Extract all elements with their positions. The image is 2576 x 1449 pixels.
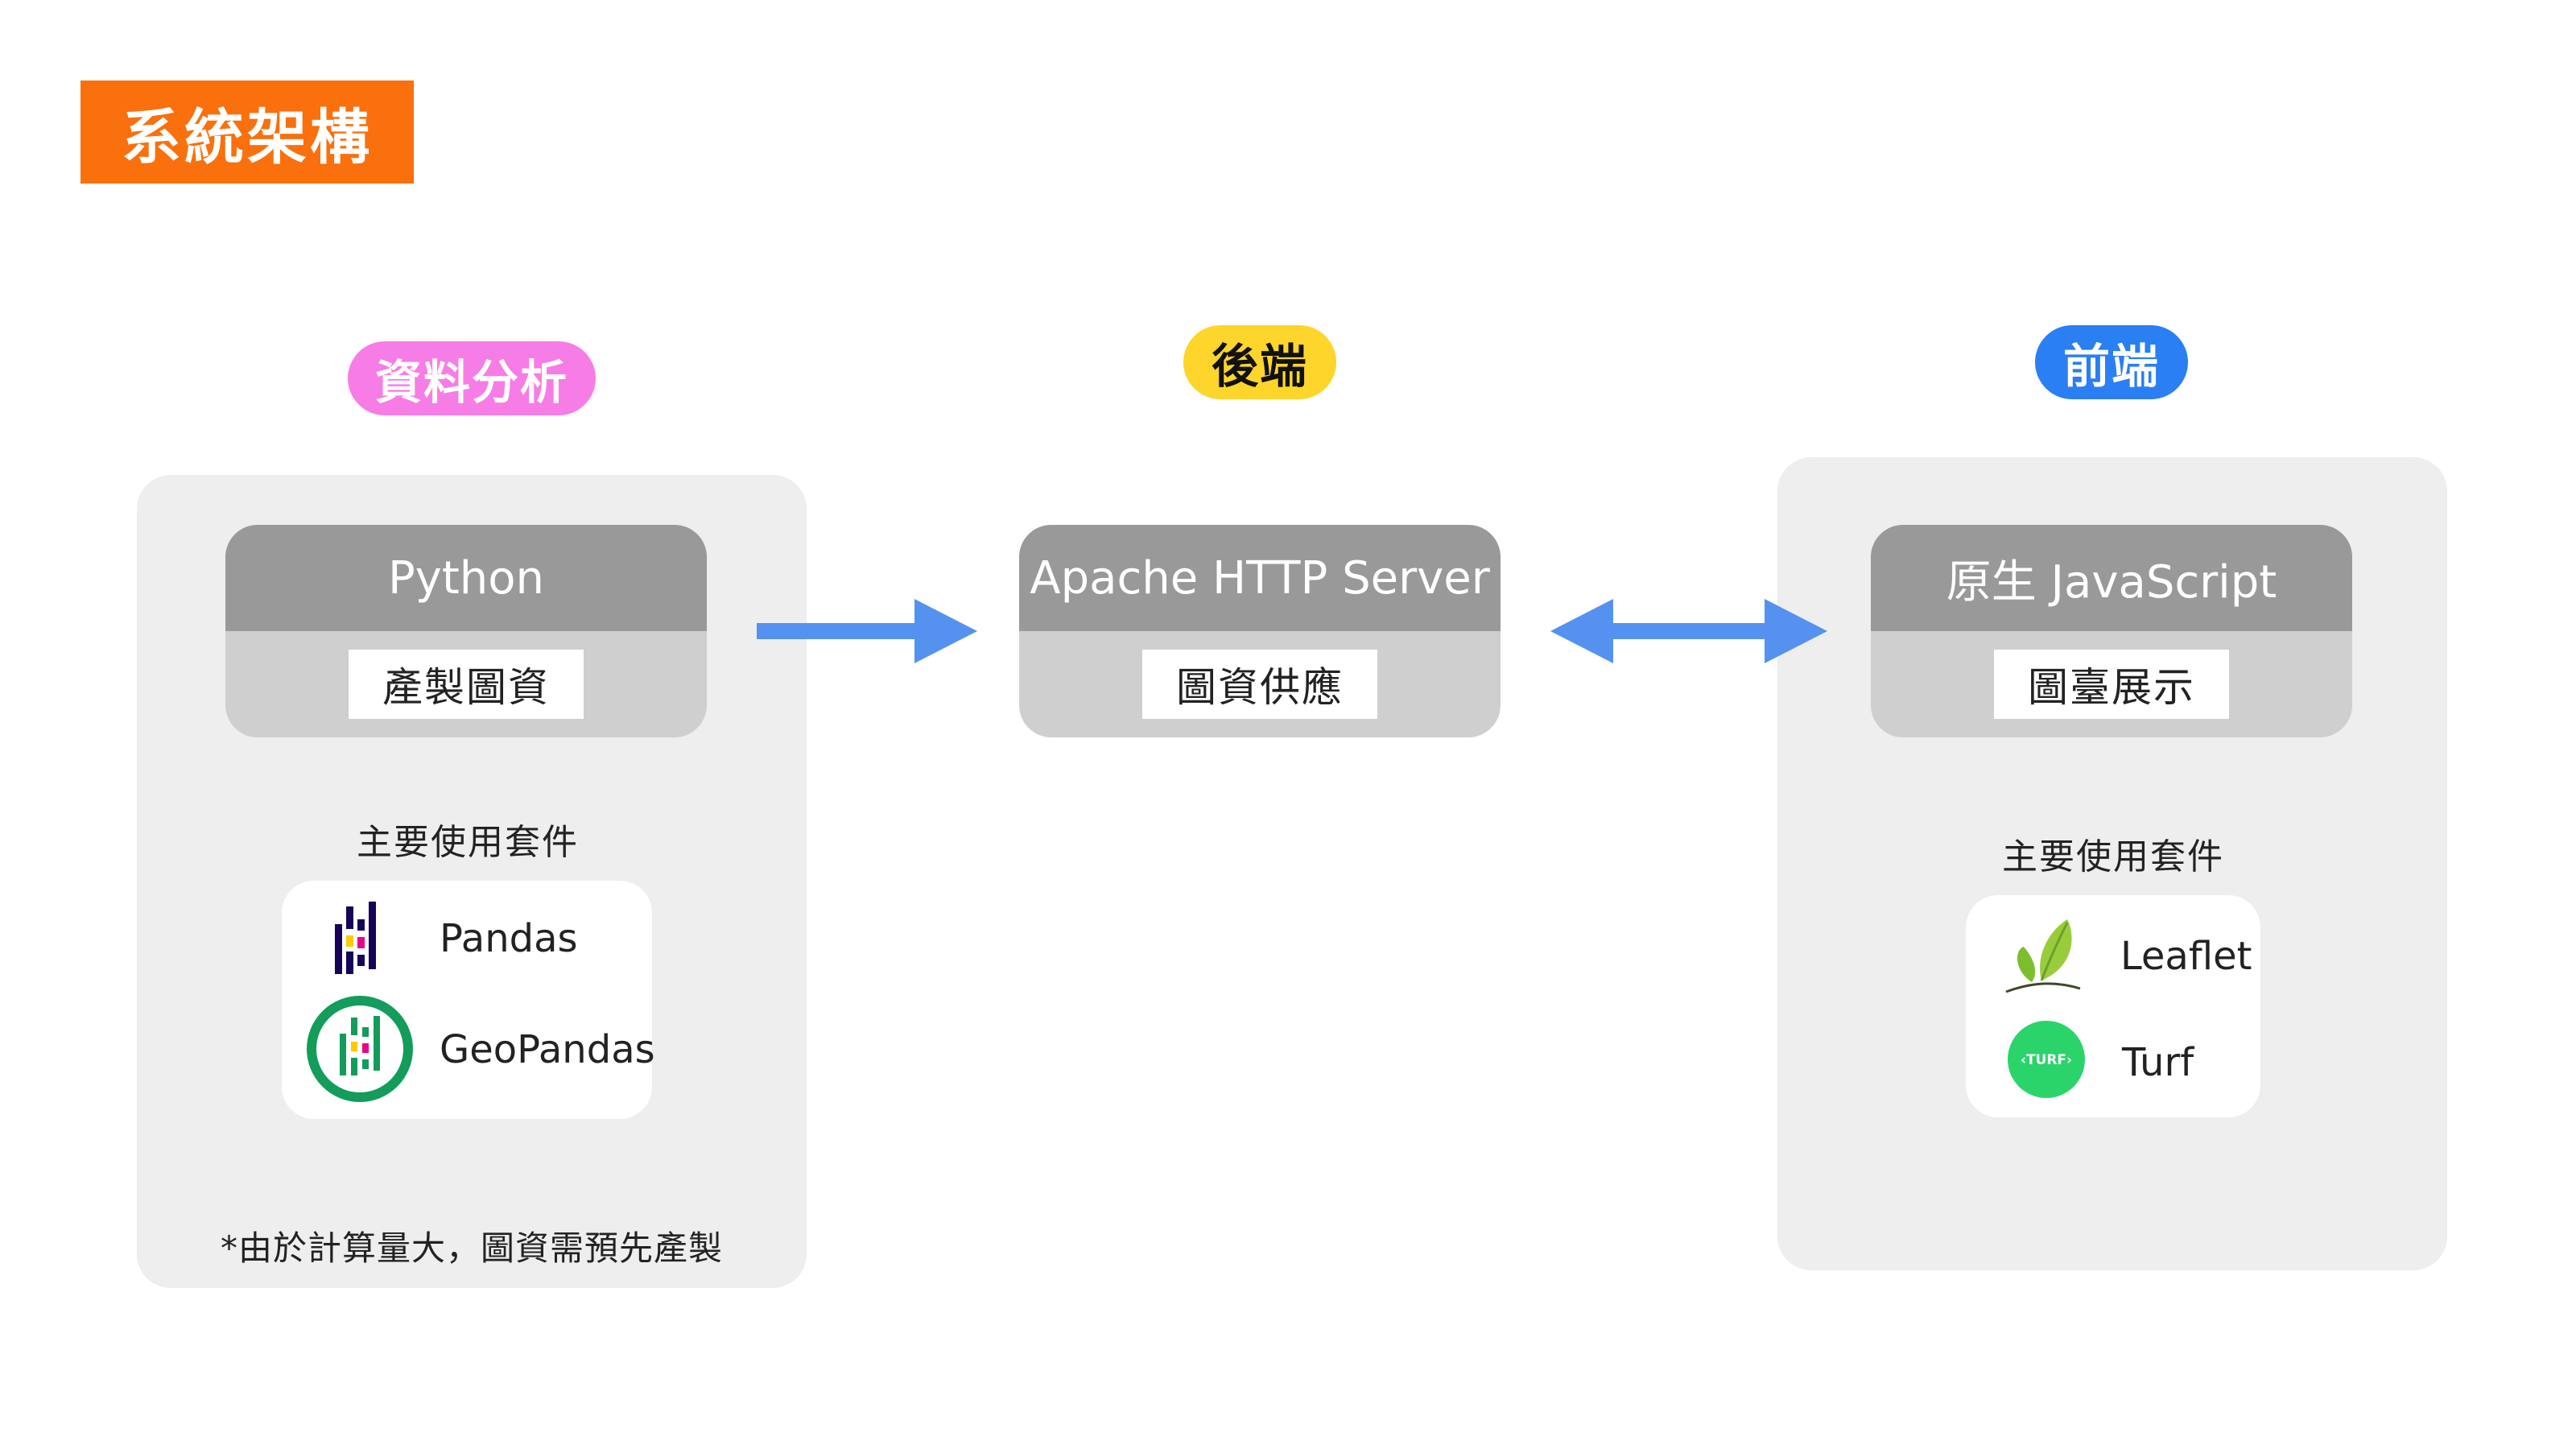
javascript-card-title: 原生 JavaScript bbox=[1871, 525, 2352, 631]
geopandas-icon bbox=[307, 996, 413, 1102]
javascript-card: 原生 JavaScript 圖臺展示 bbox=[1871, 525, 2352, 737]
package-name-leaflet: Leaflet bbox=[2120, 934, 2252, 979]
double-arrow-icon bbox=[1550, 599, 1827, 663]
package-name-pandas: Pandas bbox=[440, 916, 578, 961]
section-label-backend: 後端 bbox=[1183, 325, 1336, 399]
package-name-turf: Turf bbox=[2122, 1040, 2194, 1085]
packages-heading-right: 主要使用套件 bbox=[2002, 836, 2224, 877]
javascript-card-role: 圖臺展示 bbox=[1994, 650, 2229, 719]
footnote: *由於計算量大，圖資需預先產製 bbox=[220, 1228, 723, 1268]
packages-heading-left: 主要使用套件 bbox=[357, 822, 579, 863]
apache-card-role: 圖資供應 bbox=[1142, 650, 1377, 719]
arrow-right-icon bbox=[757, 599, 977, 663]
pandas-icon bbox=[335, 902, 376, 974]
section-label-data-analysis: 資料分析 bbox=[348, 341, 596, 415]
python-card-role: 產製圖資 bbox=[349, 650, 584, 719]
leaflet-icon bbox=[2005, 919, 2081, 993]
svg-text:‹TURF›: ‹TURF› bbox=[2021, 1052, 2072, 1068]
turf-icon: ‹TURF› bbox=[2008, 1021, 2085, 1098]
python-card: Python 產製圖資 bbox=[225, 525, 707, 737]
apache-card-title: Apache HTTP Server bbox=[1019, 525, 1501, 631]
apache-card: Apache HTTP Server 圖資供應 bbox=[1019, 525, 1501, 737]
section-label-frontend: 前端 bbox=[2035, 325, 2188, 399]
package-name-geopandas: GeoPandas bbox=[440, 1027, 655, 1072]
python-card-title: Python bbox=[225, 525, 707, 631]
page-title: 系統架構 bbox=[80, 80, 414, 184]
